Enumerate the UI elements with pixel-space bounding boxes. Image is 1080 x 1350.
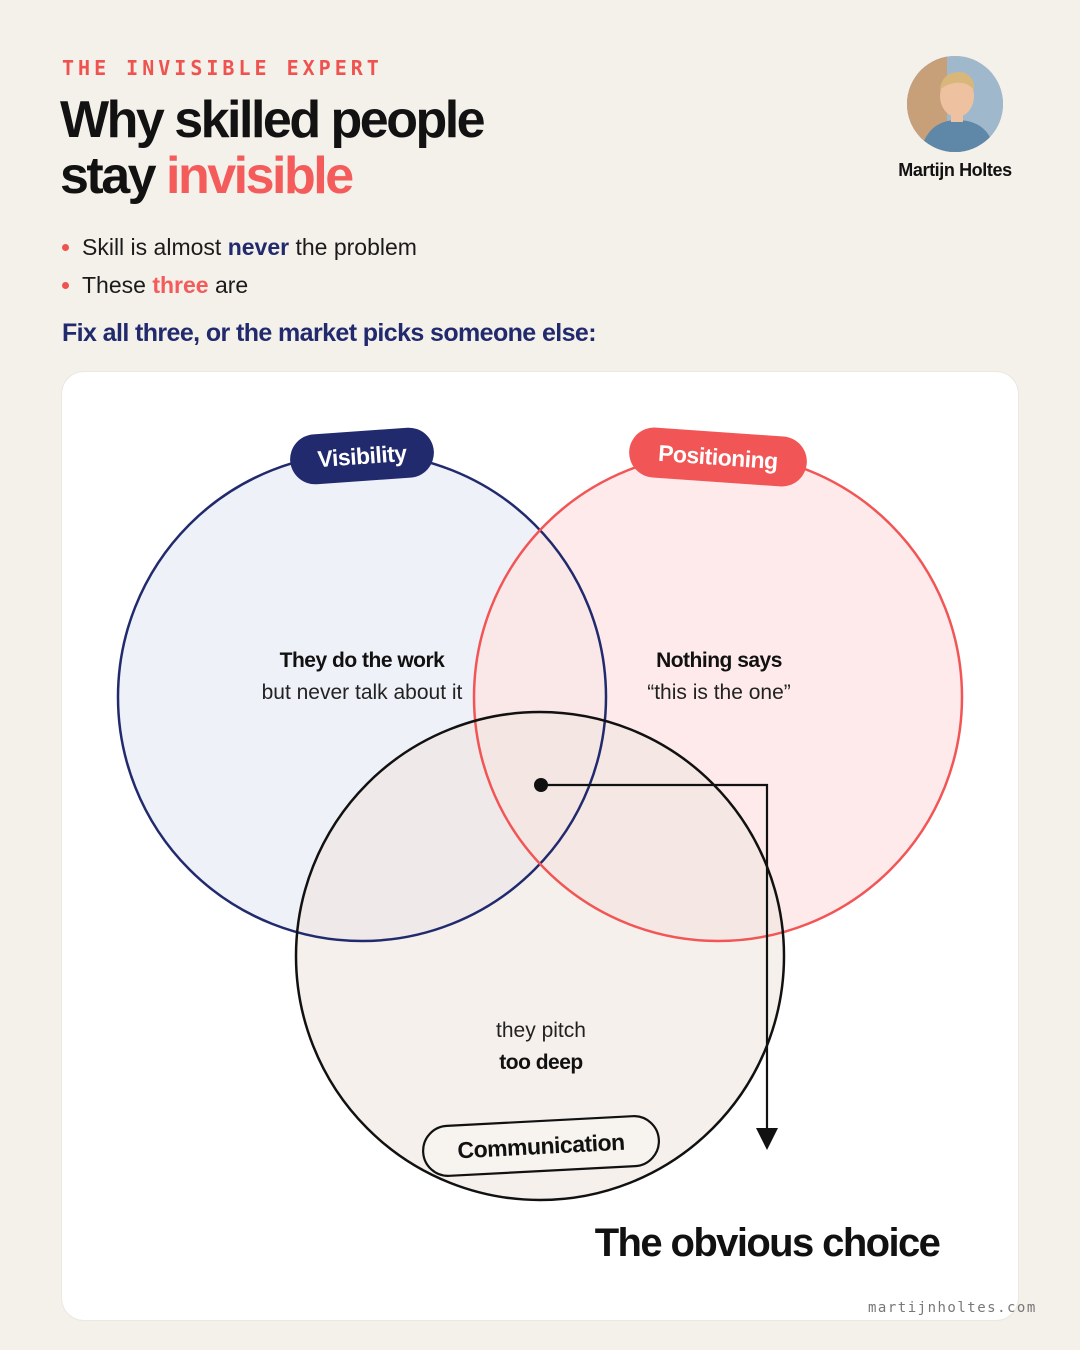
bullet-item: Skill is almost never the problem: [62, 230, 417, 268]
bullet-text-after: are: [208, 272, 249, 298]
page-title: Why skilled people stay invisible: [60, 91, 486, 205]
avatar: [907, 56, 1003, 152]
positioning-text-regular: “this is the one”: [647, 681, 791, 704]
bullet-dot-icon: [62, 282, 69, 289]
title-line-1: Why skilled people: [60, 91, 486, 149]
connector-line: [541, 783, 769, 1132]
bullet-emphasis: three: [152, 272, 209, 298]
communication-circle-outline: [294, 710, 786, 1202]
outcome-label: The obvious choice: [595, 1221, 940, 1265]
bullet-item: These three are: [62, 268, 417, 306]
visibility-text-regular: but never talk about it: [262, 681, 463, 704]
bullet-emphasis: never: [227, 234, 290, 260]
kicker: THE INVISIBLE EXPERT: [62, 56, 383, 80]
venn-card: They do the work but never talk about it…: [62, 372, 1018, 1320]
title-line-2-accent: invisible: [166, 147, 354, 205]
communication-pill: Communication: [422, 1115, 660, 1177]
venn-diagram: They do the work but never talk about it…: [116, 427, 964, 1265]
bullet-text-after: the problem: [289, 234, 417, 260]
communication-text-bold: too deep: [499, 1051, 583, 1074]
avatar-portrait-icon: [907, 56, 1003, 152]
visibility-text-bold: They do the work: [280, 649, 446, 672]
communication-circle: [296, 712, 784, 1200]
bullet-text-before: These: [82, 272, 153, 298]
visibility-label: Visibility: [317, 440, 408, 472]
communication-text-regular: they pitch: [496, 1019, 586, 1042]
bullet-dot-icon: [62, 244, 69, 251]
title-line-2-lead: stay: [60, 147, 167, 205]
positioning-pill: Positioning: [629, 427, 807, 487]
footer-url: martijnholtes.com: [868, 1300, 1037, 1316]
bullet-text-before: Skill is almost: [82, 234, 228, 260]
arrow-down-icon: [756, 1128, 778, 1150]
visibility-pill: Visibility: [290, 427, 434, 485]
bullet-list: Skill is almost never the problem These …: [62, 230, 417, 306]
positioning-text-bold: Nothing says: [656, 649, 782, 672]
subhead: Fix all three, or the market picks someo…: [62, 319, 597, 347]
author-name: Martijn Holtes: [898, 160, 1012, 180]
author-block: Martijn Holtes: [882, 56, 1028, 181]
